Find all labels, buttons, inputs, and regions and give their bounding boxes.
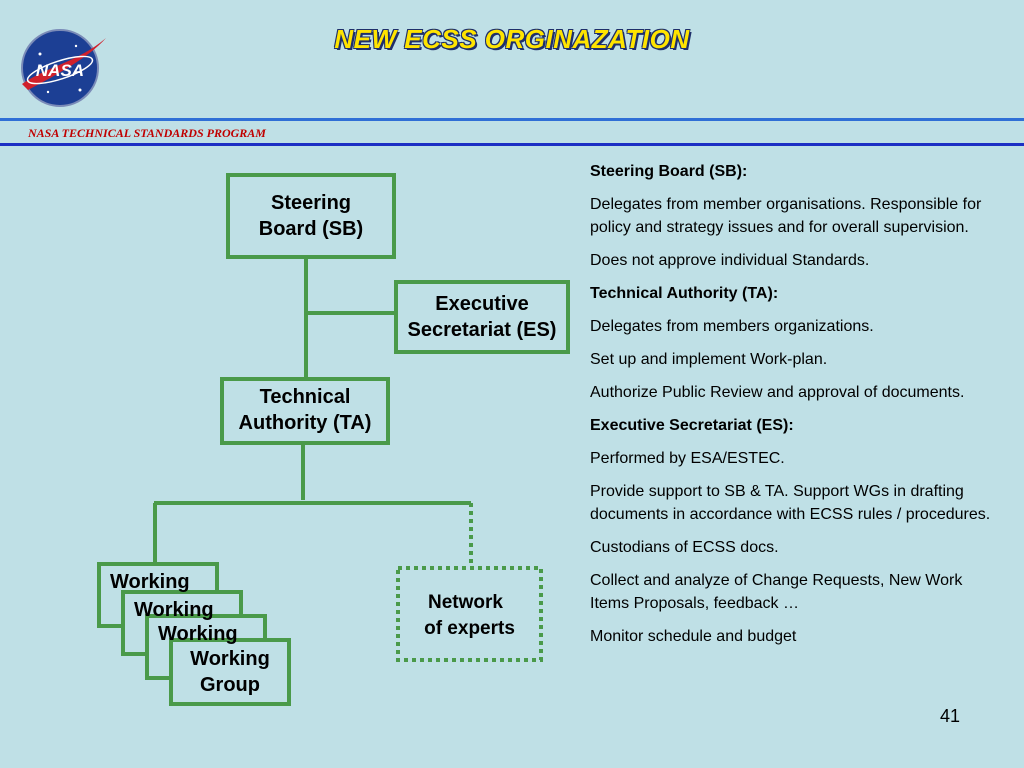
technical-authority-box xyxy=(220,377,390,445)
description-heading: Executive Secretariat (ES): xyxy=(590,417,794,434)
page-number: 41 xyxy=(940,706,961,726)
description-text: Does not approve individual Standards. xyxy=(590,252,870,269)
logo-text: NASA xyxy=(36,61,84,80)
description-text: Delegates from members organizations. xyxy=(590,318,874,335)
description-heading: Steering Board (SB): xyxy=(590,163,748,180)
executive-secretariat-label: Executive Secretariat (ES) xyxy=(407,293,557,341)
description-text: Performed by ESA/ESTEC. xyxy=(590,450,785,467)
working-group-box-4 xyxy=(169,638,291,706)
steering-board-box xyxy=(226,173,396,259)
description-text: Set up and implement Work-plan. xyxy=(590,351,828,368)
description-panel: Steering Board (SB): Delegates from membe… xyxy=(590,160,1000,658)
page-title: NEW ECSS ORGINAZATION xyxy=(334,24,690,54)
network-of-experts-box xyxy=(396,566,543,662)
org-chart xyxy=(97,173,570,706)
header-divider-top xyxy=(0,118,1024,121)
description-heading: Technical Authority (TA): xyxy=(590,285,779,302)
working-group-label-1: Working xyxy=(110,571,190,593)
description-text: Provide support to SB & TA. Support WGs … xyxy=(590,483,991,523)
header-divider-bottom xyxy=(0,143,1024,146)
nasa-logo-icon: NASA xyxy=(21,29,106,107)
working-group-label: Working Group xyxy=(190,648,270,696)
working-group-label-2: Working xyxy=(134,599,214,621)
network-of-experts-label: Network of experts xyxy=(424,592,515,639)
technical-authority-label: Technical Authority (TA) xyxy=(238,386,372,434)
description-text: Monitor schedule and budget xyxy=(590,628,797,645)
description-text: Delegates from member organisations. Res… xyxy=(590,196,982,236)
executive-secretariat-box xyxy=(394,280,570,354)
steering-board-label: Steering Board (SB) xyxy=(258,192,364,240)
description-text: Authorize Public Review and approval of … xyxy=(590,384,965,401)
description-text: Custodians of ECSS docs. xyxy=(590,539,779,556)
description-text: Collect and analyze of Change Requests, … xyxy=(590,572,963,612)
working-group-label-3: Working xyxy=(158,623,238,645)
program-label: NASA TECHNICAL STANDARDS PROGRAM xyxy=(28,126,266,140)
